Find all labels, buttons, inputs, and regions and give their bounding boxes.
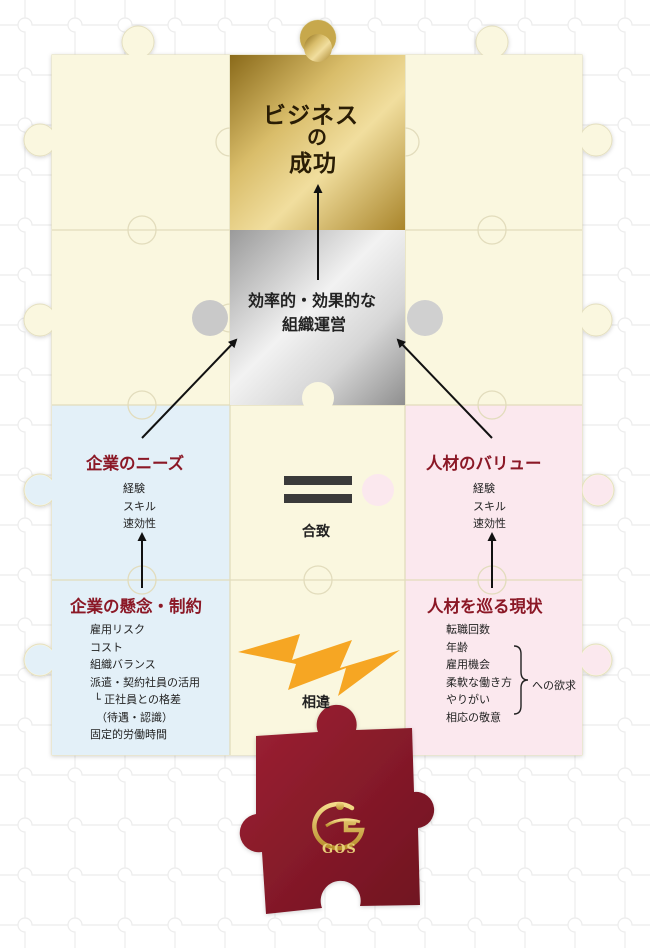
right-item: 経験 [473, 482, 495, 495]
right-heading: 人材のバリュー [426, 454, 542, 473]
concern-items: 雇用リスク コスト 組織バランス 派遣・契約社員の活用 └ 正社員との格差 （待… [90, 621, 200, 744]
logo-text: GOS [322, 842, 357, 857]
equals-icon [284, 476, 352, 503]
brace-icon [513, 645, 529, 715]
goal-line2: の [307, 125, 328, 149]
right-items: 経験 スキル 速効性 [473, 480, 506, 533]
right-item: 速効性 [473, 517, 506, 530]
goal-line3: 成功 [289, 150, 337, 177]
reality-items: 転職回数 年齢 雇用機会 柔軟な働き方 やりがい 相応の敬意 [446, 621, 512, 726]
reality-item: 年齢 [446, 640, 468, 654]
reality-item: 雇用機会 [446, 658, 490, 671]
desire-label: への欲求 [532, 679, 576, 692]
arrow-right-diagonal [396, 338, 493, 439]
match-label: 合致 [302, 524, 330, 540]
arrow-left-diagonal [141, 338, 238, 439]
reality-item: やりがい [446, 693, 490, 706]
center-line2: 組織運営 [282, 315, 347, 334]
lightning-icon [238, 634, 400, 696]
concern-item: コスト [90, 640, 123, 654]
reality-item: 転職回数 [446, 623, 490, 636]
left-item: スキル [123, 499, 156, 513]
concern-item: └ 正社員との格差 [94, 693, 182, 706]
concern-heading: 企業の懸念・制約 [70, 597, 202, 616]
concern-item: 固定的労働時間 [90, 728, 167, 741]
mismatch-label: 相違 [302, 695, 330, 711]
gos-piece [239, 704, 435, 914]
right-item: スキル [473, 499, 506, 513]
concern-item: （待遇・認識） [96, 710, 173, 724]
concern-item: 雇用リスク [90, 623, 145, 636]
reality-heading: 人材を巡る現状 [427, 597, 543, 616]
concern-item: 派遣・契約社員の活用 [90, 675, 200, 689]
left-items: 経験 スキル 速効性 [123, 480, 156, 533]
gos-logo-icon [312, 801, 365, 851]
reality-item: 柔軟な働き方 [446, 675, 512, 689]
left-heading: 企業のニーズ [86, 454, 185, 473]
center-line1: 効率的・効果的な [248, 291, 377, 310]
goal-line1: ビジネス [263, 102, 359, 129]
reality-item: 相応の敬意 [446, 710, 501, 724]
left-item: 経験 [123, 482, 145, 495]
left-item: 速効性 [123, 517, 156, 530]
concern-item: 組織バランス [90, 658, 156, 671]
